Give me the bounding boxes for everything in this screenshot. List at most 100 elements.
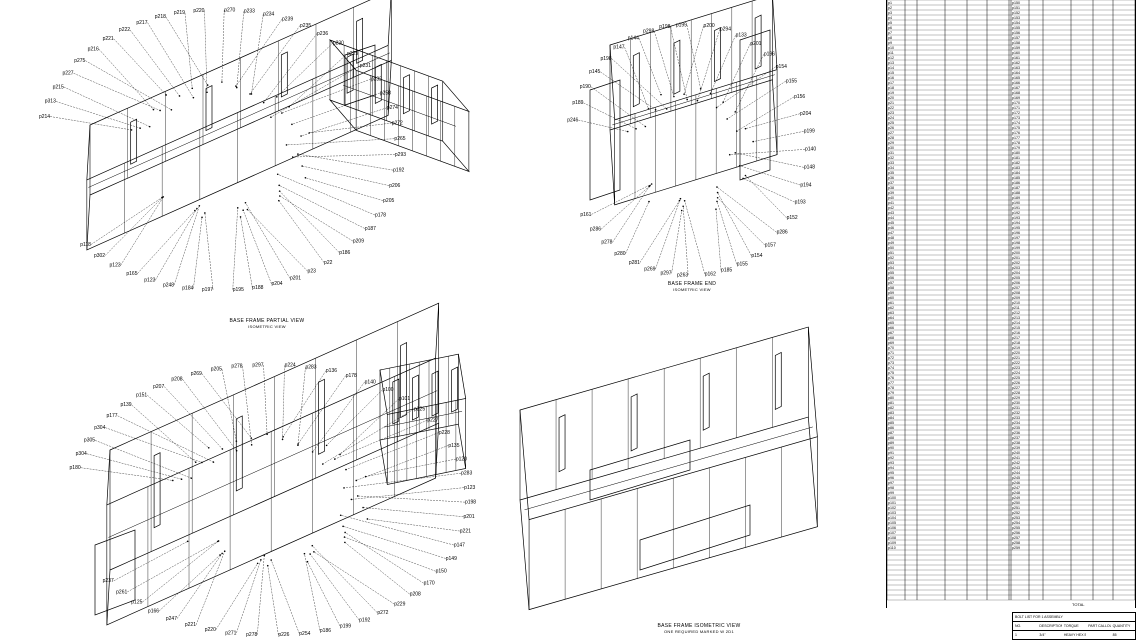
cut-list-mark: p47 [888, 231, 894, 235]
cut-list-mark: p75 [888, 371, 894, 375]
cut-list-mark: p66 [888, 326, 894, 330]
callout-label: p195 [233, 287, 244, 293]
callout-label: p150 [436, 569, 447, 575]
callout-label: p152 [787, 215, 798, 221]
callout-label: p274 [387, 105, 398, 111]
callout-label: p199 [804, 129, 815, 135]
callout-label: p156 [794, 94, 805, 100]
cut-list-mark: p61 [888, 301, 894, 305]
callout-label: p236 [317, 31, 328, 37]
cut-list-mark: p154 [1012, 21, 1020, 25]
callout-label: p286 [590, 227, 601, 233]
callout-label: p233 [244, 9, 255, 15]
callout-label: p281 [629, 260, 640, 266]
callout-label: p297 [252, 362, 263, 368]
callout-label: p247 [166, 616, 177, 622]
cut-list-mark: p236 [1012, 431, 1020, 435]
cut-list-mark: p102 [888, 506, 896, 510]
cut-list-mark: p241 [1012, 456, 1020, 460]
cut-list-mark: p100 [888, 496, 896, 500]
callout-label: p165 [126, 271, 137, 277]
callout-label: p246 [567, 117, 578, 123]
callout-label: p120 [456, 456, 467, 462]
cut-list-mark: p217 [1012, 336, 1020, 340]
cut-list-mark: p5 [888, 21, 892, 25]
cut-list-mark: p223 [1012, 366, 1020, 370]
cut-list-mark: p158 [1012, 41, 1020, 45]
callout-label: p178 [375, 212, 386, 218]
cut-list-mark: p101 [888, 501, 896, 505]
cut-list-mark: p203 [1012, 266, 1020, 270]
callout-label: p193 [795, 199, 806, 205]
cut-list-mark: p91 [888, 451, 894, 455]
callout-label: p204 [800, 111, 811, 117]
callout-label: p166 [148, 608, 159, 614]
cut-list-mark: p229 [1012, 396, 1020, 400]
cut-list-mark: p153 [1012, 16, 1020, 20]
cut-list-mark: p193 [1012, 216, 1020, 220]
cut-list-mark: p18 [888, 86, 894, 90]
callout-label: p206 [389, 183, 400, 189]
cut-list-mark: p51 [888, 251, 894, 255]
cut-list-mark: p109 [888, 541, 896, 545]
cut-list-mark: p55 [888, 271, 894, 275]
callout-label: p214 [39, 114, 50, 120]
cut-list-mark: p184 [1012, 171, 1020, 175]
callout-label: p224 [285, 363, 296, 369]
cut-list-mark: p88 [888, 436, 894, 440]
callout-label: p201 [464, 514, 475, 520]
callout-label: p248 [163, 282, 174, 288]
callout-label: p221 [103, 36, 114, 42]
cut-list-mark: p27 [888, 131, 894, 135]
cut-list-mark: p195 [1012, 226, 1020, 230]
callout-label: p123 [110, 263, 121, 269]
cut-list-mark: p110 [888, 546, 896, 550]
cut-list-mark: p15 [888, 71, 894, 75]
cut-list-mark: p162 [1012, 61, 1020, 65]
callout-label: p278 [231, 364, 242, 370]
callout-label: p184 [182, 286, 193, 292]
cut-list-mark: p87 [888, 431, 894, 435]
cut-list-mark: p108 [888, 536, 896, 540]
cut-list-mark: p248 [1012, 491, 1020, 495]
cut-list-mark: p157 [1012, 36, 1020, 40]
cut-list-mark: p69 [888, 341, 894, 345]
cut-list-mark: p240 [1012, 451, 1020, 455]
cut-list-mark: p103 [888, 511, 896, 515]
callout-label: p118 [80, 242, 91, 248]
cut-list-mark: p76 [888, 376, 894, 380]
cut-list-mark: p228 [1012, 391, 1020, 395]
cut-list-mark: p170 [1012, 101, 1020, 105]
callout-label: p218 [155, 14, 166, 20]
view-caption-partial: BASE FRAME PARTIAL VIEW ISOMETRIC VIEW [229, 318, 305, 329]
cut-list-mark: p106 [888, 526, 896, 530]
cut-list-mark: p1 [888, 1, 892, 5]
bolt-list-header: BOLT LIST FOR 1 ASSEMBLY [1015, 615, 1063, 619]
cut-list-mark: p235 [1012, 426, 1020, 430]
callout-label: p271 [225, 630, 236, 636]
cut-list-mark: p14 [888, 66, 894, 70]
callout-label: p231 [360, 63, 371, 69]
callout-label: p278 [601, 240, 612, 246]
callout-label: p198 [600, 56, 611, 62]
callout-label: p230 [333, 40, 344, 46]
cut-list-mark: p167 [1012, 86, 1020, 90]
callout-label: p204 [271, 281, 282, 287]
cut-list-mark: p227 [1012, 386, 1020, 390]
cut-list-mark: p80 [888, 396, 894, 400]
cut-list-mark: p36 [888, 176, 894, 180]
cut-list-mark: p205 [1012, 276, 1020, 280]
cut-list-mark: p200 [1012, 251, 1020, 255]
cut-list-mark: p207 [1012, 286, 1020, 290]
cut-list-mark: p30 [888, 146, 894, 150]
bolt-list-block: BOLT LIST FOR 1 ASSEMBLY NO. DESCRIPTION… [1012, 612, 1136, 640]
cut-list-mark: p251 [1012, 506, 1020, 510]
callout-label: p220 [193, 8, 204, 14]
cut-list-mark: p2 [888, 6, 892, 10]
cut-list-mark: p105 [888, 521, 896, 525]
cut-list-mark: p26 [888, 126, 894, 130]
callout-label: p186 [320, 628, 331, 634]
cut-list-mark: p164 [1012, 71, 1020, 75]
callout-label: p192 [359, 617, 370, 623]
cut-list-mark: p211 [1012, 306, 1020, 310]
